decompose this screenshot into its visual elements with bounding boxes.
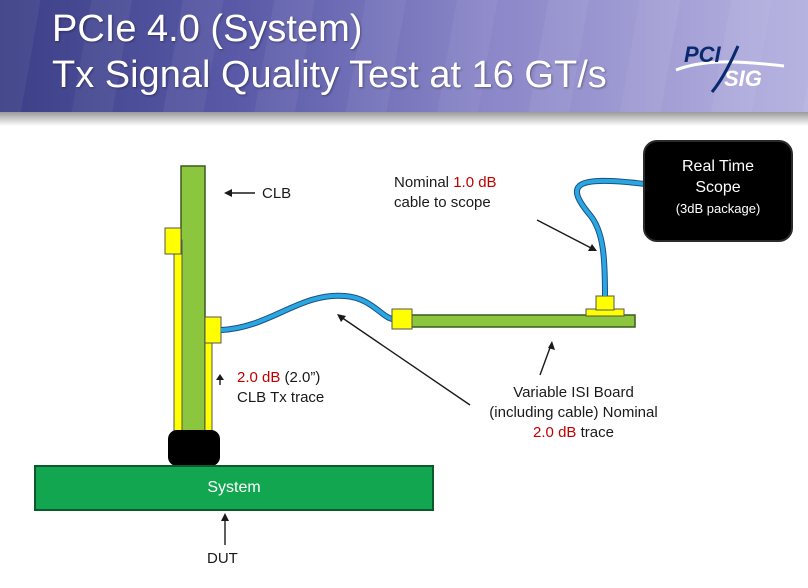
clb-to-isi-cable bbox=[220, 293, 394, 332]
header-texture bbox=[0, 0, 808, 112]
dut-label: DUT bbox=[207, 550, 238, 567]
cable-label-line1: Nominal 1.0 dB bbox=[394, 173, 497, 192]
clb-board bbox=[180, 165, 206, 437]
isi-to-scope-cable bbox=[574, 178, 646, 297]
cable-loss-value: 1.0 dB bbox=[453, 174, 497, 191]
clb-trace-label-line1: 2.0 dB (2.0”) bbox=[237, 368, 320, 387]
isi-label-line2: (including cable) Nominal bbox=[489, 404, 658, 421]
clb-trace-loss-value: 2.0 dB bbox=[237, 369, 281, 386]
isi-board-arrow bbox=[539, 344, 552, 376]
isi-trace-suffix: trace bbox=[576, 424, 614, 441]
scope-cable-outline bbox=[573, 177, 646, 297]
pci-sig-logo: PCI SIG bbox=[672, 40, 790, 96]
scope-label-line1: Real Time bbox=[681, 158, 755, 175]
pci-sig-logo-mark bbox=[675, 45, 785, 93]
logo-pci-text: PCI bbox=[684, 42, 721, 67]
slide-title-line1: PCIe 4.0 (System) bbox=[52, 8, 363, 50]
isi-label-line3: 2.0 dB trace bbox=[486, 423, 661, 442]
isi-input-connector bbox=[391, 308, 413, 330]
system-board: System bbox=[34, 465, 434, 511]
cable-label-prefix: Nominal bbox=[394, 174, 454, 191]
clb-connector-upper bbox=[164, 227, 182, 255]
pcie-slot-connector bbox=[168, 430, 220, 466]
logo-sig-text: SIG bbox=[724, 66, 762, 91]
cable-label-line2: cable to scope bbox=[394, 194, 491, 211]
isi-cable-arrow bbox=[340, 316, 471, 406]
clb-tx-trace-left bbox=[173, 239, 183, 437]
clb-trace-label-line2: CLB Tx trace bbox=[237, 389, 325, 406]
isi-output-connector bbox=[595, 295, 615, 311]
clb-label: CLB bbox=[262, 185, 292, 202]
isi-board bbox=[409, 314, 636, 328]
clb-trace-length: (2.0”) bbox=[280, 369, 321, 386]
clb-tx-trace-right bbox=[204, 339, 213, 437]
slide-header: PCIe 4.0 (System) Tx Signal Quality Test… bbox=[0, 0, 808, 112]
slide-title-line2: Tx Signal Quality Test at 16 GT/s bbox=[52, 54, 607, 96]
isi-label-line1: Variable ISI Board bbox=[513, 384, 634, 401]
system-label: System bbox=[207, 479, 261, 496]
scope-label-line2: Scope bbox=[695, 179, 741, 196]
clb-connector-lower bbox=[204, 316, 222, 344]
cable-arrow bbox=[536, 219, 594, 250]
scope-package-label: (3dB package) bbox=[675, 201, 761, 216]
header-shadow bbox=[0, 112, 808, 126]
isi-loss-value: 2.0 dB bbox=[533, 424, 577, 441]
